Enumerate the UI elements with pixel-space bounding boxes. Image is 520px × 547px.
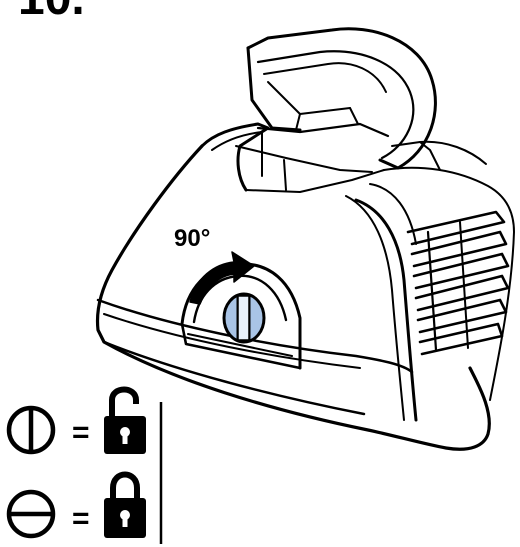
rotation-arrow-icon <box>189 251 255 305</box>
unlock-slot-icon <box>6 405 56 455</box>
lock-slot-icon <box>6 489 56 539</box>
legend-unlocked-equals: = <box>72 416 90 449</box>
device-illustration <box>95 27 515 451</box>
locked-padlock-icon <box>104 471 146 538</box>
legend-unlocked-row: = <box>6 386 146 455</box>
rotation-label: 90° <box>174 225 210 252</box>
top-clip <box>246 27 437 170</box>
step-number: 10. <box>18 0 85 25</box>
side-vents <box>406 210 510 356</box>
legend-locked-row: = <box>6 471 146 539</box>
lock-knob <box>222 292 266 344</box>
unlocked-padlock-icon <box>104 386 146 454</box>
legend-locked-equals: = <box>72 502 90 535</box>
